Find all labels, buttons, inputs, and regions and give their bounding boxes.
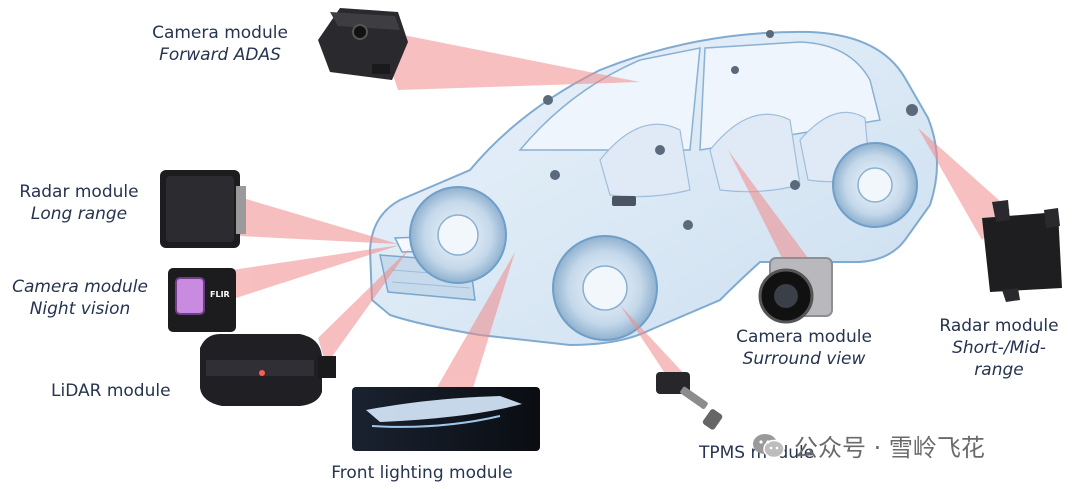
label-camera-night: Camera module Night vision bbox=[0, 276, 160, 320]
label-tpms-title: TPMS module bbox=[699, 443, 815, 463]
label-radar-long: Radar module Long range bbox=[4, 181, 154, 225]
label-camera-forward: Camera module Forward ADAS bbox=[140, 22, 300, 66]
camera-night-module: FLIR bbox=[168, 268, 236, 332]
wechat-icon bbox=[753, 433, 785, 458]
label-radar-short: Radar module Short-/Mid- range bbox=[924, 315, 1074, 381]
label-tpms: TPMS module bbox=[699, 442, 814, 464]
label-camera-surround-sub: Surround view bbox=[742, 349, 866, 369]
camera-surround-module bbox=[758, 257, 833, 324]
radar-short-module bbox=[982, 200, 1062, 302]
label-front-lighting-title: Front lighting module bbox=[331, 463, 513, 483]
label-lidar-title: LiDAR module bbox=[51, 381, 171, 401]
label-camera-night-title: Camera module bbox=[12, 277, 148, 297]
watermark: 公众号 · 雪岭飞花 bbox=[752, 428, 985, 463]
front-lighting-module bbox=[352, 387, 540, 451]
lidar-module bbox=[200, 334, 336, 406]
car-xray-illustration bbox=[368, 30, 938, 347]
label-camera-forward-title: Camera module bbox=[152, 23, 288, 43]
sensor-beams bbox=[232, 30, 1010, 398]
label-radar-short-title: Radar module bbox=[939, 316, 1059, 336]
watermark-text: 公众号 · 雪岭飞花 bbox=[794, 434, 985, 462]
radar-long-module bbox=[160, 170, 246, 248]
label-camera-night-sub: Night vision bbox=[29, 299, 131, 319]
label-camera-surround-title: Camera module bbox=[736, 327, 872, 347]
label-camera-forward-sub: Forward ADAS bbox=[159, 45, 281, 65]
tpms-module bbox=[656, 372, 723, 430]
label-camera-surround: Camera module Surround view bbox=[724, 326, 884, 370]
camera-forward-module bbox=[318, 8, 408, 80]
label-radar-short-sub: Short-/Mid- bbox=[952, 338, 1046, 358]
flir-logo-text: FLIR bbox=[210, 290, 230, 299]
label-radar-long-title: Radar module bbox=[19, 182, 139, 202]
label-front-lighting: Front lighting module bbox=[312, 462, 532, 484]
label-radar-long-sub: Long range bbox=[30, 204, 128, 224]
label-lidar: LiDAR module bbox=[51, 380, 171, 402]
label-radar-short-sub2: range bbox=[974, 360, 1024, 380]
